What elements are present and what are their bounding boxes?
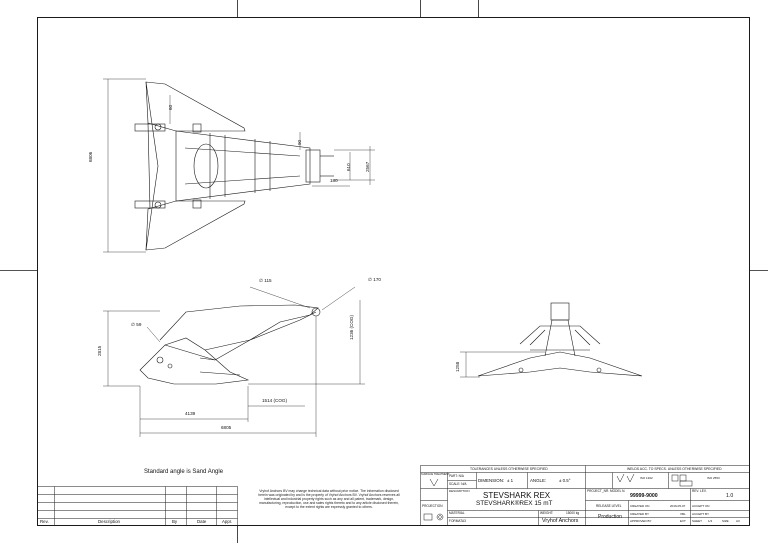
created-on-label: CREATED ON: [630, 504, 650, 508]
description-header: Description: [98, 519, 120, 524]
dim-dia59: ∅ 59: [131, 322, 142, 327]
dim-6806: 6806: [88, 151, 93, 162]
weight-value: 15000 kg: [566, 511, 580, 515]
tolerances-header: TOLERANCES UNLESS OTHERWISE SPECIFIED: [470, 467, 548, 471]
welds-header: WELDS ACC. TO SPECS. UNLESS OTHERWISE SP…: [627, 467, 722, 471]
projection-symbol: [423, 513, 444, 521]
approved-by-value: EVT: [680, 519, 686, 523]
appr-header: Appr.: [222, 519, 233, 524]
weight-label: WEIGHT:: [540, 511, 554, 515]
by-header: By: [172, 519, 178, 524]
title-block-grid: [420, 465, 750, 526]
revision-table-grid: [37, 486, 238, 526]
standard-angle-note: Standard angle is Sand Angle: [144, 469, 224, 475]
iso-1302: ISO 1302: [640, 476, 653, 480]
dim-60: 60: [168, 104, 173, 110]
part-label: PART: N/A: [449, 474, 464, 478]
release-level-label: RELEASE LEVEL: [596, 504, 622, 508]
size-label: SIZE: [722, 519, 729, 523]
dim-1514-cog: 1514 (COG): [262, 398, 288, 403]
rev-level-value: 1.0: [726, 493, 734, 499]
dim-610: 610: [346, 163, 351, 171]
dim-dia170: ∅ 170: [368, 277, 381, 282]
projection-label: PROJECTION: [422, 504, 443, 508]
legal-notice: Vryhof Anchors BV may change technical d…: [258, 489, 400, 510]
dim-180: 180: [330, 178, 338, 183]
format-value: A3: [462, 519, 466, 523]
surface-treatment-label: SURFACE TREATMENT: [421, 473, 450, 476]
format-label: FORMAT: [449, 519, 463, 523]
size-value: A3: [736, 519, 740, 523]
angle-tolerance: ± 0.5°: [559, 478, 571, 483]
drawing-subtitle: STEVSHARK®REX 15 mT: [476, 500, 553, 507]
iso-2553: ISO 2553: [707, 476, 720, 480]
top-view-dimension-lines: [103, 78, 375, 253]
rev-header: Rev.: [40, 519, 49, 524]
anchor-side-view: [139, 304, 321, 385]
approved-by-label: APPROVED BY: [630, 519, 652, 523]
angle-label: ANGLE:: [530, 478, 547, 483]
accept-by-label: ACCEPT BY: [692, 512, 709, 516]
description-label: DESCRIPTION: [449, 489, 470, 493]
dim-2567: 2567: [365, 161, 370, 172]
sheet-label: SHEET: [692, 519, 703, 523]
created-by-label: CREATED BY: [630, 512, 649, 516]
logo-mark: [429, 478, 439, 487]
project-label: PROJECT_NR. MODEL N.: [587, 489, 626, 493]
company-name: Vryhof Anchors: [542, 518, 579, 524]
dimension-label: DIMENSION:: [478, 478, 505, 483]
scale-label: SCALE: N/A: [449, 482, 467, 486]
dim-6805: 6805: [221, 425, 232, 430]
date-header: Date: [197, 519, 207, 524]
material-label: MATERIAL: [449, 511, 465, 515]
surface-finish-symbols: [616, 473, 693, 487]
front-view-dimension-lines: [460, 351, 545, 378]
anchor-front-view: [477, 302, 643, 377]
dim-2815: 2815: [97, 345, 102, 356]
dim-4139: 4139: [185, 411, 196, 416]
drawing-title: STEVSHARK REX: [483, 491, 551, 500]
dim-1236-cog: 1236 (COG): [349, 314, 354, 340]
sheet-value: 1/4: [708, 519, 713, 523]
dimension-tolerance: ± 1: [507, 478, 514, 483]
project-number: 99999-9000: [630, 493, 658, 499]
dim-1258: 1258: [455, 361, 460, 372]
rev-level-label: REV. LEV.: [692, 489, 707, 493]
anchor-top-view: [134, 81, 334, 251]
dim-dia115: ∅ 115: [259, 278, 272, 283]
accept-on-label: ACCEPT ON: [692, 504, 710, 508]
created-on-value: 2019-05-07: [670, 504, 686, 508]
created-by-value: VBL: [680, 512, 686, 516]
release-level-value: Production: [598, 514, 622, 520]
dim-90: 90: [297, 139, 302, 145]
side-view-dimension-lines: [103, 286, 365, 437]
